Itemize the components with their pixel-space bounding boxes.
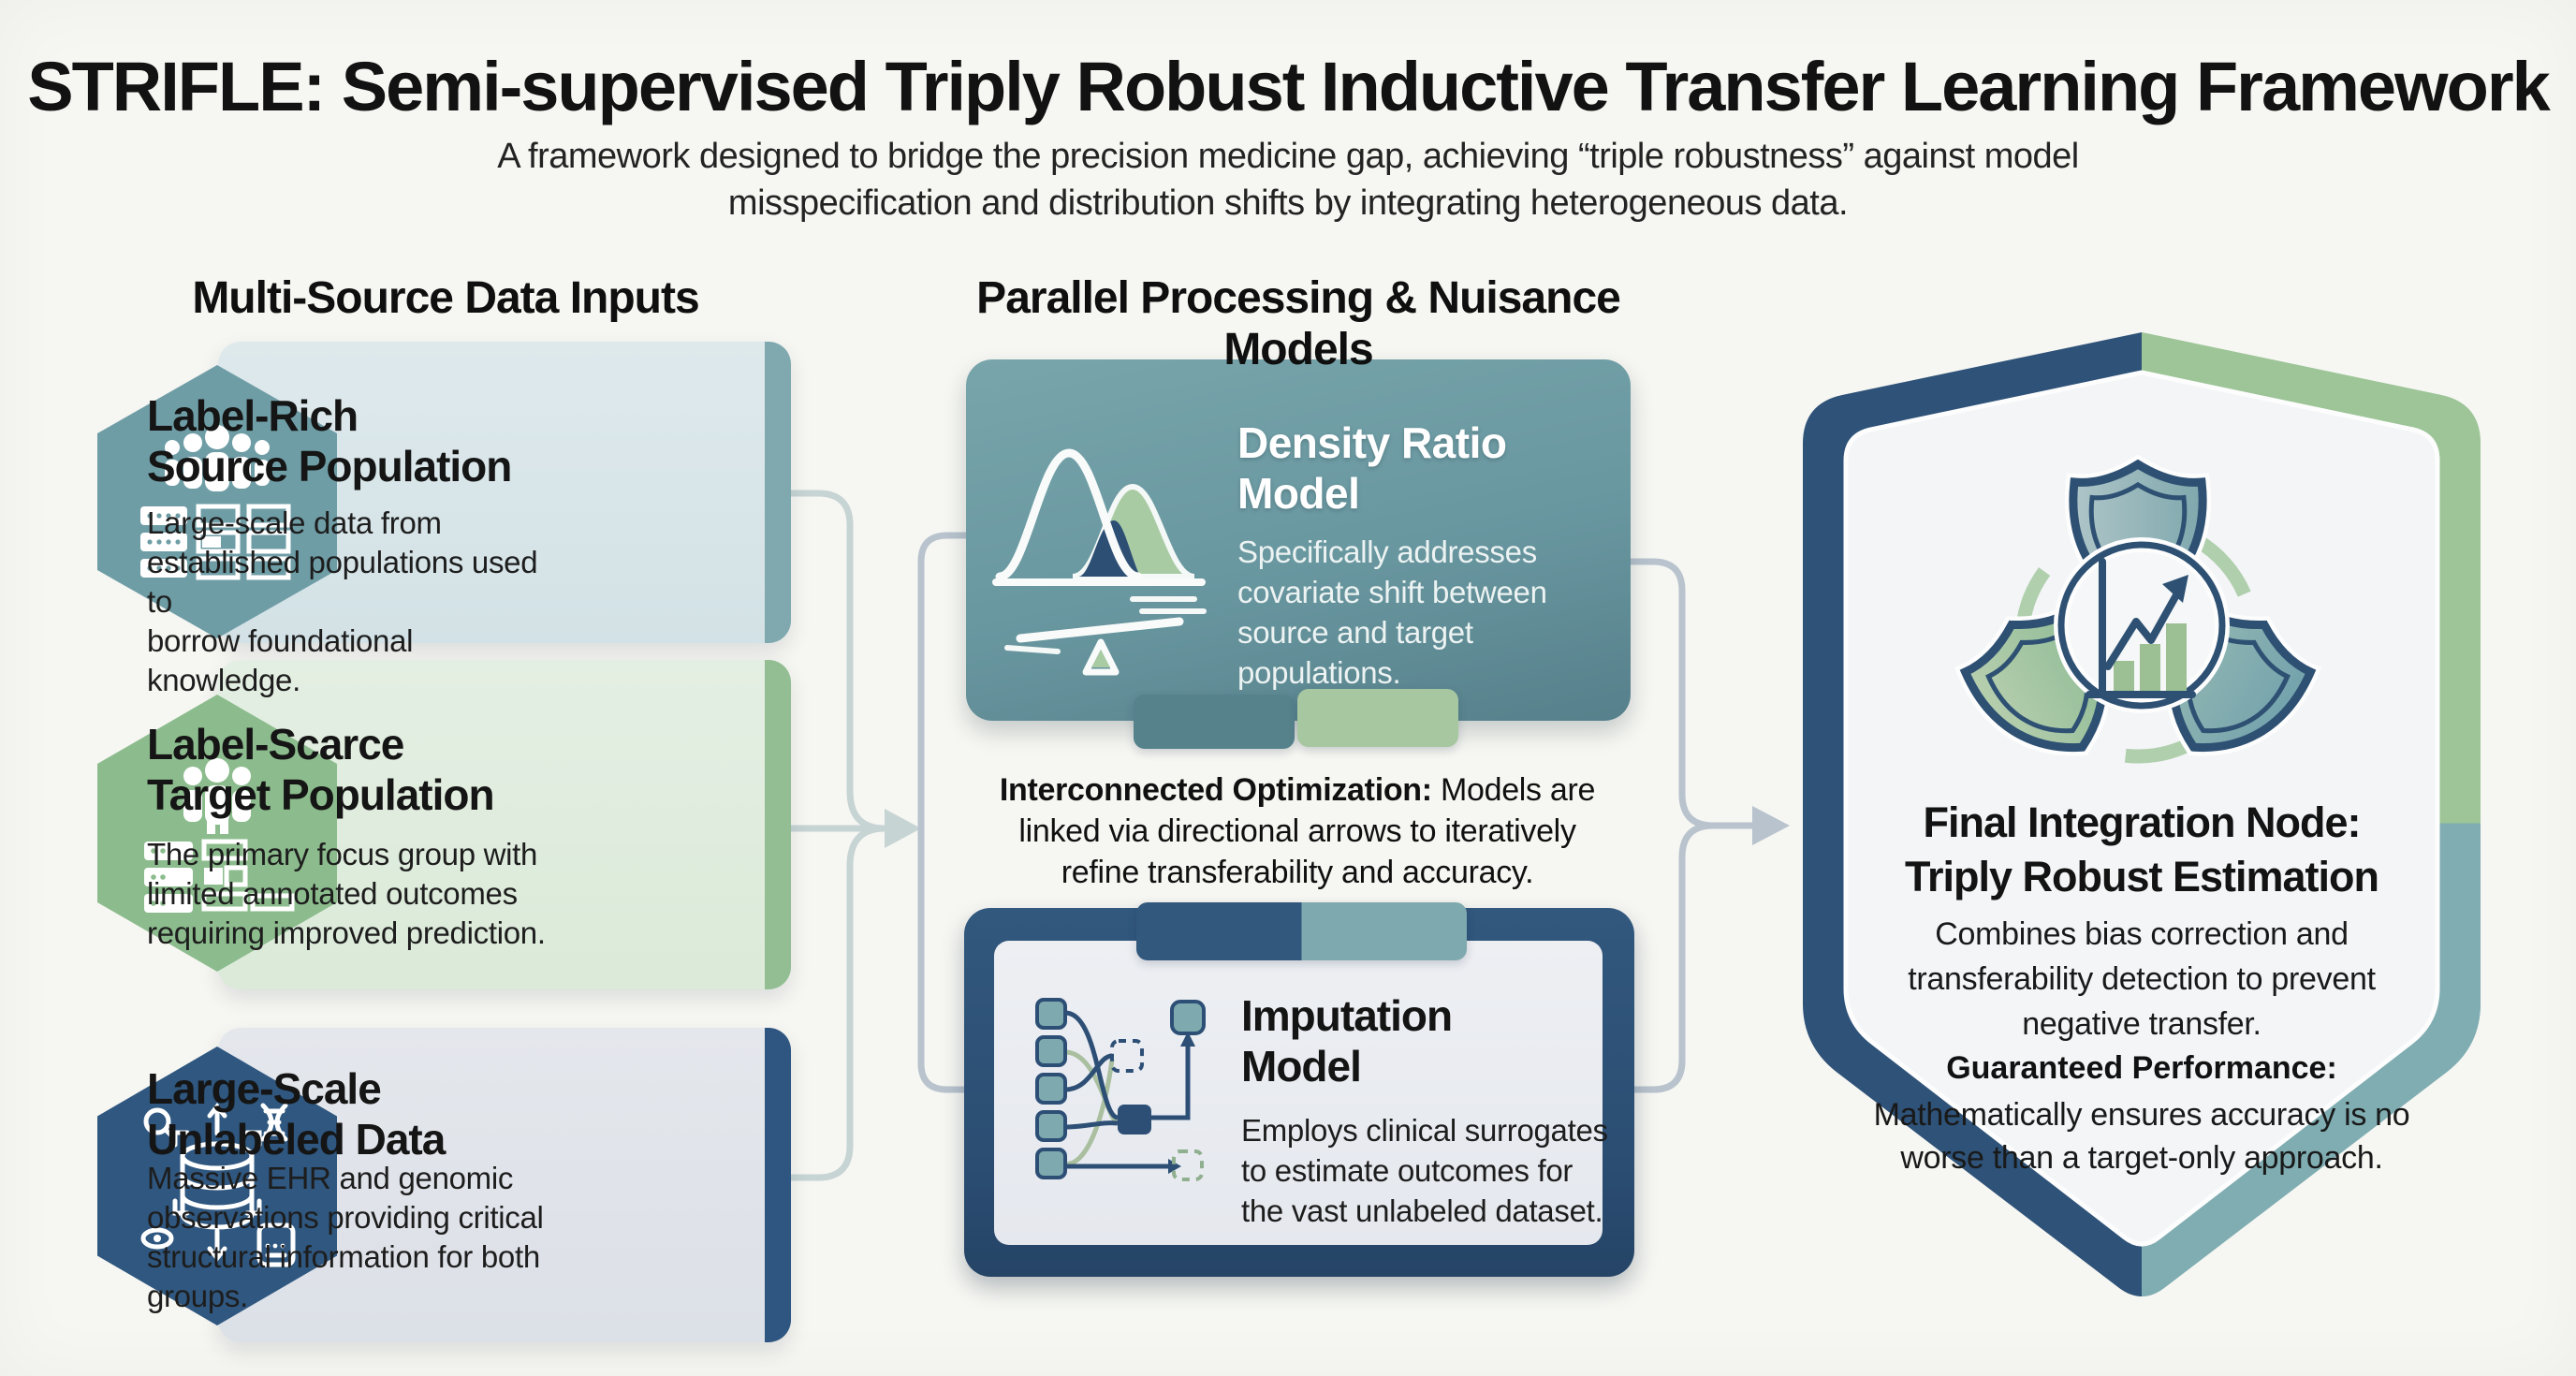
- card-title: Label-Scarce Target Population: [147, 720, 495, 819]
- triple-shield-chart-icon: [1954, 454, 2322, 764]
- final-arrowhead-icon: [1752, 806, 1790, 845]
- card-accent-bar: [765, 660, 791, 989]
- card-title: Large-Scale Unlabeled Data: [147, 1064, 446, 1164]
- growth-chart-icon: [2086, 558, 2196, 698]
- optimization-note-text: Models are linked via directional arrows…: [1018, 772, 1596, 890]
- density-card-description: Specifically addresses covariate shift b…: [1237, 534, 1547, 690]
- density-link-tab-green: [1297, 689, 1458, 747]
- imputation-card-panel: [994, 941, 1603, 1245]
- connector-splitter: [917, 532, 977, 1093]
- page-subtitle: A framework designed to bridge the preci…: [497, 137, 2079, 223]
- left-column-heading: Multi-Source Data Inputs: [192, 273, 699, 323]
- merge-arrowhead-icon: [885, 809, 921, 848]
- final-node-description: Combines bias correction and transferabi…: [1908, 916, 2376, 1042]
- card-accent-bar: [765, 1028, 791, 1342]
- imputation-link-tab: [1136, 902, 1467, 960]
- density-card-title: Density Ratio Model: [1237, 418, 1507, 518]
- card-description: Massive EHR and genomic observations pro…: [147, 1161, 544, 1313]
- optimization-note-lead: Interconnected Optimization:: [999, 772, 1432, 808]
- card-title: Label-Rich Source Population: [147, 391, 512, 490]
- card-description: Large-scale data from established popula…: [147, 505, 538, 697]
- card-accent-bar: [765, 342, 791, 643]
- middle-column-heading: Parallel Processing & Nuisance Models: [976, 273, 1621, 374]
- imputation-card: [964, 908, 1634, 1277]
- node-graph-icon: [1035, 998, 1206, 1181]
- imputation-card-description: Employs clinical surrogates to estimate …: [1241, 1113, 1608, 1228]
- final-node-title: Final Integration Node: Triply Robust Es…: [1904, 798, 2379, 900]
- density-ratio-card: [966, 359, 1631, 721]
- connector-unlabeled-card: [787, 825, 888, 1181]
- final-node-shield: [1803, 332, 2481, 1296]
- connector-source-card: [787, 490, 888, 832]
- page-title: STRIFLE: Semi-supervised Triply Robust I…: [27, 48, 2551, 125]
- guarantee-heading: Guaranteed Performance:: [1946, 1050, 2337, 1086]
- imputation-card-title: Imputation Model: [1241, 991, 1453, 1091]
- shield-inner-panel: [1843, 370, 2440, 1247]
- connector-density-out: [1627, 558, 1717, 829]
- density-link-tab-teal: [1134, 695, 1295, 749]
- guarantee-text: Mathematically ensures accuracy is no wo…: [1873, 1097, 2410, 1176]
- card-description: The primary focus group with limited ann…: [147, 837, 546, 950]
- input-card-source-population: [218, 342, 791, 643]
- optimization-note: Interconnected Optimization: Models are …: [945, 769, 1649, 893]
- distribution-overlap-balance-icon: [992, 448, 1207, 676]
